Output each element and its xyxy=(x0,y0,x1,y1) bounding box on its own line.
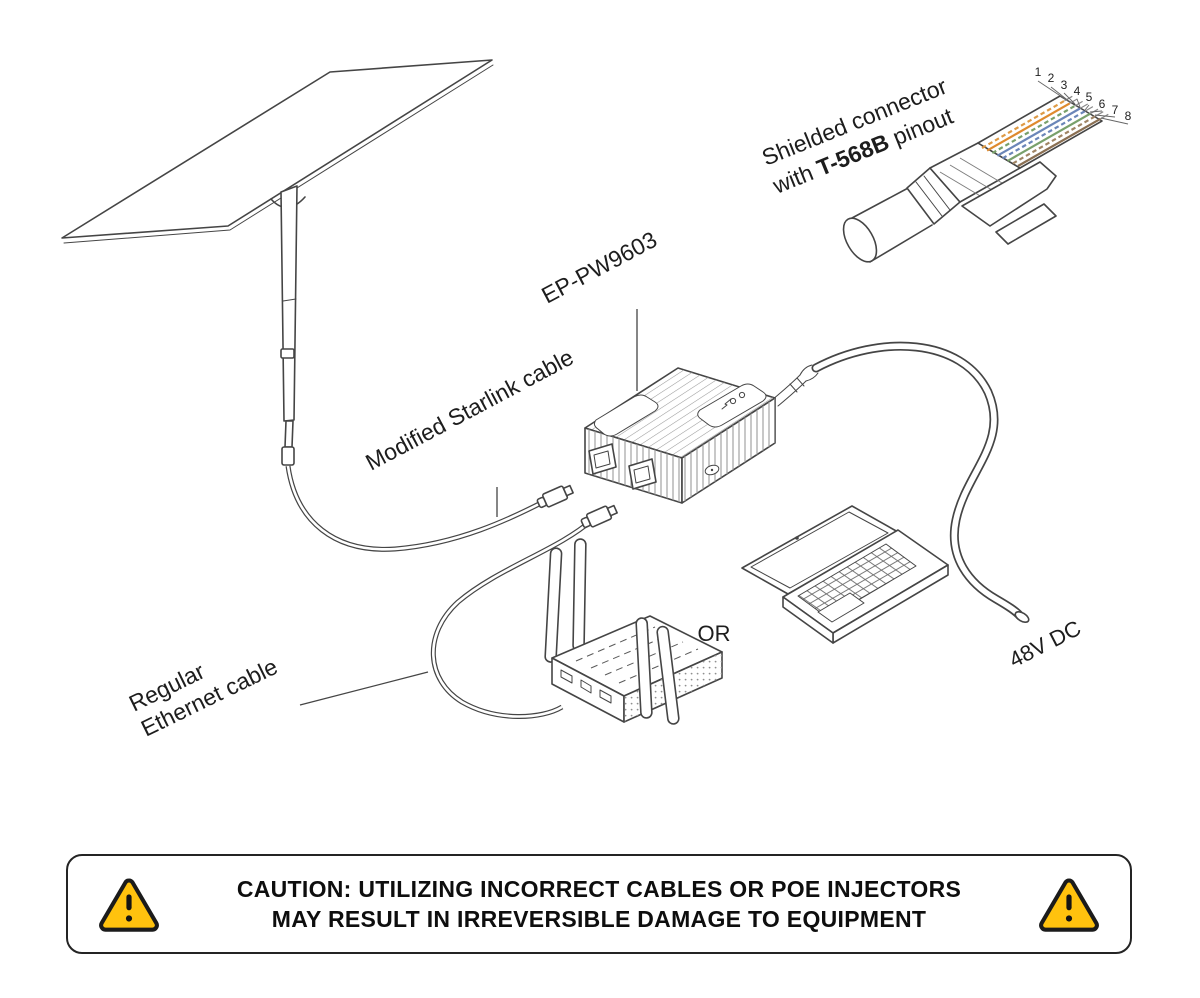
wire-pin-5 xyxy=(1002,110,1086,160)
exclamation-dot xyxy=(1065,915,1073,922)
pin-numbers: 1 2 3 4 5 6 7 8 xyxy=(1035,65,1132,123)
pin-number-5: 5 xyxy=(1086,90,1093,104)
laptop-touchpad xyxy=(817,592,865,623)
boot-ridges xyxy=(915,175,951,217)
router-antenna-2 xyxy=(572,538,587,652)
starlink-dish xyxy=(61,59,494,466)
wire-pin-4 xyxy=(996,107,1081,157)
caution-line1: CAUTION: UTILIZING INCORRECT CABLES OR P… xyxy=(236,875,962,902)
router-antenna-4 xyxy=(656,625,680,725)
wire-pin-8 xyxy=(1017,117,1102,167)
exclamation-bar xyxy=(126,894,132,911)
laptop-keyboard xyxy=(797,543,917,619)
exclamation-bar xyxy=(1066,894,1072,911)
pin-number-6: 6 xyxy=(1099,97,1106,111)
warning-icon-left xyxy=(99,878,159,932)
cable-top-edge xyxy=(851,186,911,219)
warning-icon-right xyxy=(1039,878,1099,932)
injector-plate-icons xyxy=(721,391,746,410)
injector-port-2 xyxy=(628,458,657,490)
mast-cable-clip xyxy=(280,348,295,359)
pin-number-1: 1 xyxy=(1035,65,1042,79)
dish-cable-connector xyxy=(281,446,295,466)
regular-ethernet-cable xyxy=(430,504,618,719)
router-antenna-1 xyxy=(544,547,563,663)
injector-side-hatch xyxy=(682,398,775,503)
injector-top-hatch xyxy=(585,368,775,458)
modified-starlink-cable xyxy=(285,465,574,552)
label-48v-dc: 48V DC xyxy=(1005,615,1085,672)
mast-joint-line xyxy=(282,298,297,302)
pin-number-8: 8 xyxy=(1125,109,1132,123)
laptop xyxy=(741,505,949,644)
cable-bottom-edge xyxy=(869,224,933,263)
wire-pin-3 xyxy=(991,104,1076,155)
power-cable-end xyxy=(1014,610,1030,624)
mast-neck xyxy=(284,420,294,448)
caution-text: CAUTION: UTILIZING INCORRECT CABLES OR P… xyxy=(178,874,1020,935)
laptop-left-edge xyxy=(782,596,834,644)
pin-number-7: 7 xyxy=(1112,103,1119,117)
wire-pin-7 xyxy=(1012,115,1096,165)
laptop-screen xyxy=(750,511,889,589)
latch-tab xyxy=(995,203,1057,245)
wire-pin-1 xyxy=(981,99,1066,149)
injector-emblem xyxy=(704,464,720,476)
rj45-plug-dish-cable xyxy=(536,484,574,509)
rj45-plug-ethernet-cable xyxy=(580,504,618,529)
injector-label-plate xyxy=(697,383,767,428)
router-ports xyxy=(560,669,612,704)
pin-number-3: 3 xyxy=(1061,78,1068,92)
poe-injector xyxy=(584,364,819,504)
power-cable-48v xyxy=(811,341,1030,624)
dish-mast xyxy=(280,185,298,422)
dish-panel xyxy=(61,59,493,239)
caution-banner: CAUTION: UTILIZING INCORRECT CABLES OR P… xyxy=(66,854,1132,954)
dish-rim xyxy=(63,64,494,244)
pin-number-2: 2 xyxy=(1048,71,1055,85)
connector-latch xyxy=(961,161,1057,227)
label-modified-starlink-cable: Modified Starlink cable xyxy=(361,344,578,476)
webcam-dot xyxy=(795,536,799,540)
label-or: OR xyxy=(698,621,731,646)
wire-pin-2 xyxy=(986,102,1071,152)
t568b-wires xyxy=(981,99,1102,167)
leader-ethernet-cable xyxy=(299,671,429,706)
pin-number-4: 4 xyxy=(1074,84,1081,98)
injector-port-1 xyxy=(588,443,617,475)
wire-pin-6 xyxy=(1007,112,1091,162)
router-antenna-3 xyxy=(635,617,653,719)
shield-hatch xyxy=(939,157,1003,198)
wifi-router xyxy=(544,538,723,725)
injector-pigtail-wires xyxy=(771,364,819,407)
rj45-shielded-connector: 1 2 3 4 5 6 7 8 xyxy=(842,65,1132,263)
label-injector-model: EP-PW9603 xyxy=(537,226,661,308)
pin-leader-lines xyxy=(1037,80,1129,125)
exclamation-dot xyxy=(125,915,133,922)
label-leader-lines xyxy=(299,309,638,706)
injector-top-recess xyxy=(593,394,659,437)
caution-line2: MAY RESULT IN IRREVERSIBLE DAMAGE TO EQU… xyxy=(271,906,927,932)
